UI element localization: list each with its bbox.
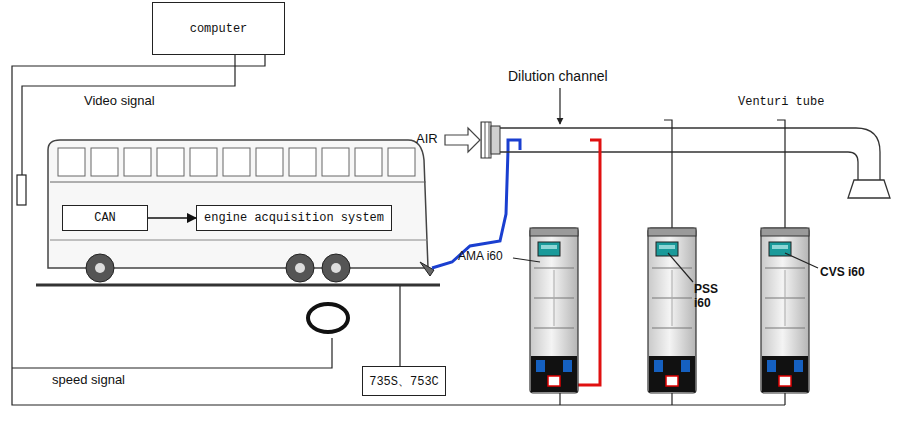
- instrument-label: PSS i60: [694, 283, 724, 311]
- air-label: AIR: [416, 132, 438, 147]
- speed-sensor: [308, 304, 348, 332]
- ama-analyser: [530, 228, 578, 393]
- leader-line: [785, 253, 818, 268]
- part-label: Dilution channel: [508, 68, 608, 84]
- cvs-unit: [761, 228, 809, 393]
- signal-arrow: [148, 217, 196, 219]
- signal-label: Video signal: [84, 94, 155, 109]
- pss-analyser: [648, 228, 696, 393]
- leader-line: [668, 253, 693, 282]
- bus-signal-box: CAN: [62, 205, 148, 231]
- leader-line: [559, 88, 560, 124]
- signal-label: speed signal: [52, 373, 125, 388]
- instrument-label: CVS i60: [820, 266, 865, 280]
- camera: [17, 175, 26, 205]
- box-text: engine acquisition system: [204, 211, 384, 225]
- acquisition-box: engine acquisition system: [196, 205, 392, 231]
- box-text: 735S、753C: [369, 373, 439, 390]
- part-label: Venturi tube: [738, 96, 824, 110]
- leader-line: [513, 258, 540, 262]
- box-text: computer: [190, 22, 248, 36]
- bus: [36, 140, 440, 285]
- computer-box: computer: [152, 2, 285, 55]
- analyser-box: 735S、753C: [362, 366, 446, 396]
- box-text: CAN: [94, 211, 116, 225]
- dilution-tunnel: [445, 122, 890, 198]
- instrument-label: AMA i60: [458, 250, 503, 264]
